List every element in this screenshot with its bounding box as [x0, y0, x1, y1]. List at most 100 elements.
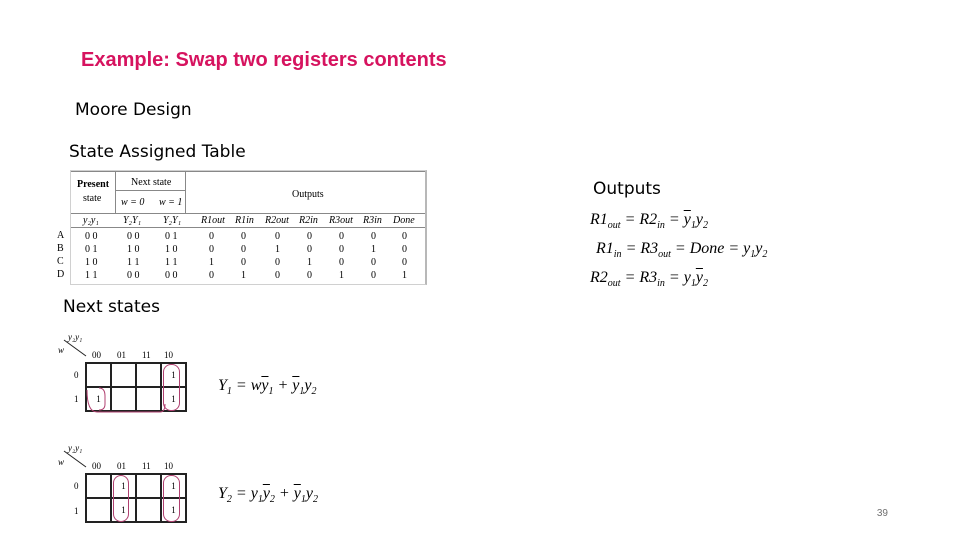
row-d-next1: 0 0 [165, 270, 178, 281]
page-number: 39 [876, 508, 888, 519]
kmap2-corner-top: y₂y₁ [68, 443, 83, 453]
row-c-present: 1 0 [85, 257, 98, 268]
next-vars-w0: Y₂Y₁ [123, 215, 142, 226]
y1-equation-lhs-sub: 1 [226, 386, 232, 398]
col-r3in: R3in [363, 215, 382, 226]
present-vars: y₂y₁ [83, 215, 99, 226]
row-d-out-done: 1 [402, 270, 407, 281]
state-assigned-table: Present state y₂y₁ Next state w = 0 w = … [70, 170, 427, 285]
y1-equation: Y1 = wy1 + y1y2 [218, 377, 317, 398]
row-c-next1: 1 1 [165, 257, 178, 268]
row-a-present: 0 0 [85, 231, 98, 242]
row-b-out-done: 0 [402, 244, 407, 255]
kmap2-corner-left: w [58, 457, 65, 467]
row-b-present: 0 1 [85, 244, 98, 255]
y2-equation-lhs: Y [218, 485, 227, 502]
row-letter-b: B [57, 243, 64, 254]
row-letter-a: A [57, 230, 65, 241]
kmap1-cell [110, 362, 137, 388]
col-r1in: R1in [235, 215, 254, 226]
kmap1-col-10: 10 [164, 350, 173, 360]
row-d-out-r2in: 0 [307, 270, 312, 281]
next-w1-header: w = 1 [159, 197, 183, 208]
kmap2-cell [85, 497, 112, 523]
next-w0-header: w = 0 [121, 197, 145, 208]
row-a-next0: 0 0 [127, 231, 140, 242]
output-equation-3: R2out = R3in = y1y2 [590, 269, 708, 290]
kmap1-cell [110, 386, 137, 412]
kmap1-cell [135, 386, 162, 412]
kmap1-col-01: 01 [117, 350, 126, 360]
kmap1-cell: 1 [85, 386, 112, 412]
row-b-out-r2in: 0 [307, 244, 312, 255]
kmap2-cell [135, 497, 162, 523]
slide-title: Example: Swap two registers contents [81, 49, 447, 71]
row-a-out-r1in: 0 [241, 231, 246, 242]
outputs-heading: Outputs [593, 179, 661, 199]
next-states-heading: Next states [63, 297, 160, 317]
state-table-heading: State Assigned Table [69, 142, 246, 162]
row-b-out-r1out: 0 [209, 244, 214, 255]
row-d-present: 1 1 [85, 270, 98, 281]
row-letter-d: D [57, 269, 65, 280]
col-r2in: R2in [299, 215, 318, 226]
kmap2-row-0: 0 [74, 481, 79, 491]
row-d-next0: 0 0 [127, 270, 140, 281]
row-b-next0: 1 0 [127, 244, 140, 255]
kmap2-col-01: 01 [117, 461, 126, 471]
row-c-out-r2out: 0 [275, 257, 280, 268]
row-b-out-r2out: 1 [275, 244, 280, 255]
kmap1-wrap-group [86, 387, 166, 413]
row-a-out-r3in: 0 [371, 231, 376, 242]
next-vars-w1: Y₂Y₁ [163, 215, 182, 226]
kmap2-col-00: 00 [92, 461, 101, 471]
kmap2-row-1: 1 [74, 506, 79, 516]
col-r3out: R3out [329, 215, 353, 226]
row-c-out-r3out: 0 [339, 257, 344, 268]
row-c-next0: 1 1 [127, 257, 140, 268]
kmap1-row-0: 0 [74, 370, 79, 380]
row-d-out-r1out: 0 [209, 270, 214, 281]
col-r1out: R1out [201, 215, 225, 226]
present-subheader: state [83, 193, 102, 204]
outputs-header: Outputs [292, 189, 324, 200]
kmap2-cell [135, 473, 162, 499]
row-b-out-r3in: 1 [371, 244, 376, 255]
moore-design-label: Moore Design [75, 100, 192, 120]
row-a-out-done: 0 [402, 231, 407, 242]
row-d-out-r3out: 1 [339, 270, 344, 281]
kmap1-col-00: 00 [92, 350, 101, 360]
output-equation-1: R1out = R2in = y1y2 [590, 211, 708, 232]
kmap2-col-10: 10 [164, 461, 173, 471]
row-c-out-r3in: 0 [371, 257, 376, 268]
kmap2-group-oval-01 [113, 475, 129, 522]
row-letter-c: C [57, 256, 64, 267]
row-c-out-r1in: 0 [241, 257, 246, 268]
row-a-out-r1out: 0 [209, 231, 214, 242]
output-equation-2: R1in = R3out = Done = y1y2 [596, 240, 768, 261]
row-a-out-r2in: 0 [307, 231, 312, 242]
row-c-out-r1out: 1 [209, 257, 214, 268]
row-c-out-r2in: 1 [307, 257, 312, 268]
kmap2-corner-diagonal [63, 450, 87, 468]
row-a-out-r2out: 0 [275, 231, 280, 242]
row-b-next1: 1 0 [165, 244, 178, 255]
row-b-out-r3out: 0 [339, 244, 344, 255]
next-state-header: Next state [131, 177, 172, 188]
kmap2-cell [85, 473, 112, 499]
kmap2-group-oval-10 [163, 475, 180, 522]
kmap2-col-11: 11 [142, 461, 151, 471]
kmap1-corner-top: y₂y₁ [68, 332, 83, 342]
kmap1-col-11: 11 [142, 350, 151, 360]
col-r2out: R2out [265, 215, 289, 226]
row-c-out-done: 0 [402, 257, 407, 268]
row-a-next1: 0 1 [165, 231, 178, 242]
y1-equation-lhs: Y [218, 377, 227, 394]
kmap1-corner-left: w [58, 345, 65, 355]
y2-equation-lhs-sub: 2 [226, 494, 232, 506]
row-b-out-r1in: 0 [241, 244, 246, 255]
kmap1-corner-diagonal [63, 339, 87, 357]
row-d-out-r3in: 0 [371, 270, 376, 281]
kmap1-group-oval [163, 364, 180, 411]
row-d-out-r1in: 1 [241, 270, 246, 281]
